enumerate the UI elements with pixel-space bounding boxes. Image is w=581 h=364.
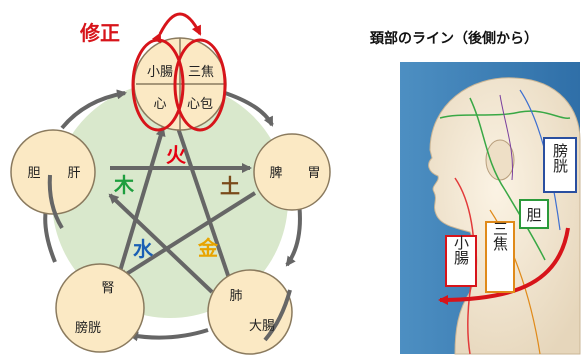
organ-liver: 肝 — [67, 166, 80, 181]
element-water: 水 — [133, 237, 154, 261]
metal-organ-circle — [207, 269, 293, 355]
element-metal: 金 — [197, 236, 219, 260]
label-box-bladder — [543, 137, 577, 193]
organ-heart: 心 — [153, 97, 166, 112]
organ-pericardium: 心包 — [187, 97, 213, 112]
pentagon-background — [52, 82, 288, 318]
wood-organ-circle — [10, 129, 96, 215]
organ-sanjiao: 三焦 — [188, 65, 214, 80]
label-gallbladder: 胆 — [526, 206, 541, 224]
fire-organ-circle — [133, 37, 227, 131]
element-fire: 火 — [166, 143, 187, 167]
label-box-small-intestine — [445, 235, 477, 287]
correction-label: 修正 — [79, 21, 120, 45]
organ-stomach: 胃 — [307, 166, 320, 181]
element-wood: 木 — [113, 173, 135, 197]
correction-highlight — [131, 12, 227, 132]
water-organ-circle — [55, 263, 145, 353]
organ-kidney: 腎 — [101, 281, 114, 296]
label-sanjiao: 三焦 — [491, 221, 509, 251]
label-box-sanjiao — [485, 221, 515, 293]
organ-large-intestine: 大腸 — [249, 319, 275, 334]
organ-lung: 肺 — [229, 289, 242, 304]
mannequin-photo: 膀胱 胆 三焦 小腸 — [400, 62, 581, 355]
organ-bladder: 膀胱 — [75, 320, 101, 336]
overlay-arrows — [47, 174, 292, 342]
organ-spleen: 脾 — [269, 166, 282, 181]
controlling-cycle-arrows — [108, 126, 257, 299]
label-bladder: 膀胱 — [551, 143, 569, 174]
photo-title: 頚部のライン（後側から） — [370, 31, 538, 47]
organ-gallbladder: 胆 — [27, 166, 40, 181]
label-small-intestine: 小腸 — [452, 235, 470, 266]
organ-small-intestine: 小腸 — [147, 65, 173, 80]
earth-organ-circle — [253, 133, 331, 211]
label-box-gallbladder — [519, 199, 549, 229]
element-earth: 土 — [220, 174, 240, 198]
